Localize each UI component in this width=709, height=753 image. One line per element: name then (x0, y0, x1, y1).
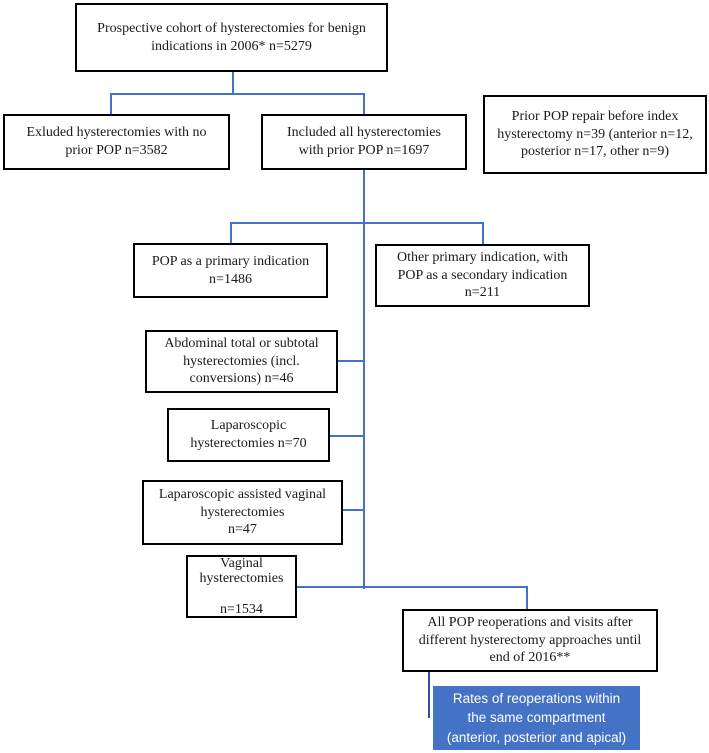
connector-cohort-down (232, 72, 234, 94)
node-lap-assisted-vaginal: Laparoscopic assisted vaginal hysterecto… (142, 480, 343, 545)
node-included: Included all hysterectomies with prior P… (261, 114, 467, 170)
connector-laparoscopic-branch (329, 435, 365, 437)
connector-other-primary-drop (482, 222, 484, 245)
connector-included-drop (363, 93, 365, 115)
node-other-primary: Other primary indication, with POP as a … (375, 244, 590, 307)
connector-pop-primary-drop (230, 222, 232, 244)
node-excluded: Exluded hysterectomies with no prior POP… (3, 114, 230, 170)
connector-trunk (363, 170, 365, 589)
connector-vaginal-branch (296, 586, 528, 588)
node-vaginal: Vaginal hysterectomies n=1534 (186, 555, 297, 618)
connector-excluded-drop (110, 93, 112, 115)
node-prior-repair: Prior POP repair before index hysterecto… (483, 95, 707, 174)
node-cohort: Prospective cohort of hysterectomies for… (75, 3, 388, 72)
node-laparoscopic: Laparoscopic hysterectomies n=70 (167, 408, 330, 462)
connector-reoperations-drop (526, 586, 528, 610)
connector-abdominal-branch (337, 360, 365, 362)
node-pop-primary: POP as a primary indication n=1486 (133, 243, 328, 298)
node-reoperations: All POP reoperations and visits after di… (402, 609, 658, 672)
node-abdominal: Abdominal total or subtotal hysterectomi… (145, 330, 338, 393)
connector-top-split (110, 93, 365, 95)
connector-indication-split (230, 222, 484, 224)
connector-rates-drop (428, 672, 430, 718)
connector-lavh-branch (342, 509, 365, 511)
node-rates-highlight: Rates of reoperations within the same co… (433, 686, 640, 750)
